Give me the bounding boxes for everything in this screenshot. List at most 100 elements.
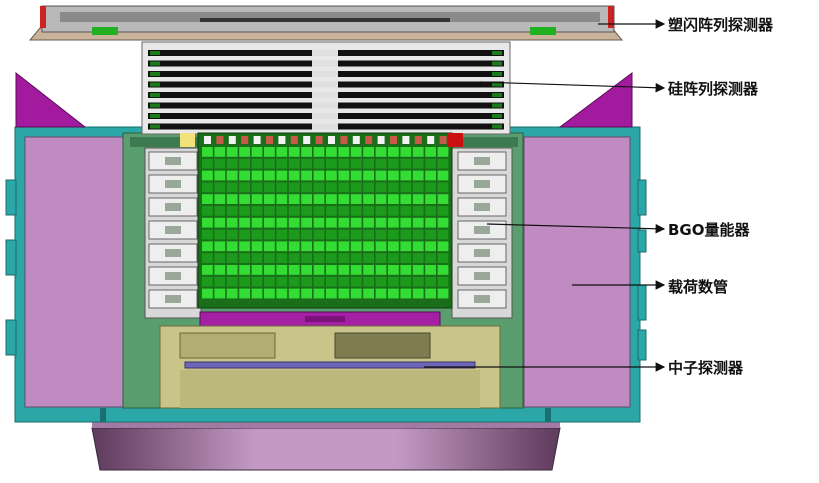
- bgo-crystal: [350, 288, 362, 299]
- bgo-crystal: [239, 170, 250, 181]
- bgo-crystal: [288, 170, 300, 181]
- bgo-crystal: [239, 276, 250, 287]
- bgo-crystal: [301, 217, 312, 228]
- silicon-tab: [492, 93, 502, 97]
- bgo-crystal: [412, 241, 424, 252]
- bgo-crystal: [214, 147, 226, 157]
- bgo-crystal: [264, 288, 275, 299]
- bgo-crystal: [425, 241, 436, 252]
- bgo-crystal: [338, 253, 350, 263]
- bgo-crystal: [226, 217, 238, 228]
- bgo-crystal: [400, 229, 412, 240]
- bgo-cap: [253, 136, 261, 144]
- bgo-cap: [352, 136, 360, 144]
- bgo-crystal: [412, 276, 424, 287]
- bgo-crystal: [214, 170, 226, 181]
- silicon-tab: [150, 72, 160, 76]
- silicon-tab: [150, 124, 160, 129]
- silicon-tab: [150, 61, 160, 66]
- bgo-crystal: [301, 170, 312, 181]
- bgo-crystal: [388, 288, 399, 299]
- bgo-crystal: [350, 253, 362, 263]
- bgo-left-electronics: [144, 147, 202, 319]
- electronics-chip: [165, 203, 181, 211]
- bgo-crystal: [326, 182, 337, 193]
- bgo-crystal: [437, 276, 449, 287]
- bgo-crystal: [388, 229, 399, 240]
- bgo-crystal: [251, 206, 263, 216]
- bgo-crystal: [326, 194, 337, 204]
- bgo-crystal: [251, 265, 263, 275]
- bgo-crystal: [239, 288, 250, 299]
- bgo-crystal: [301, 276, 312, 287]
- bgo-crystal: [350, 229, 362, 240]
- bgo-crystal: [301, 253, 312, 263]
- bgo-crystal: [239, 265, 250, 275]
- bgo-cap: [315, 136, 323, 144]
- bgo-crystal: [264, 276, 275, 287]
- bgo-crystal: [350, 158, 362, 169]
- bgo-crystal: [214, 265, 226, 275]
- bgo-crystal: [412, 206, 424, 216]
- electronics-chip: [474, 226, 490, 234]
- bgo-crystal: [276, 229, 288, 240]
- bgo-crystal: [412, 288, 424, 299]
- bgo-crystal: [202, 206, 213, 216]
- bgo-crystal: [388, 253, 399, 263]
- bgo-crystal: [412, 194, 424, 204]
- bgo-cap: [340, 136, 348, 144]
- bgo-crystal: [326, 217, 337, 228]
- bgo-crystal: [326, 253, 337, 263]
- bgo-crystal: [400, 158, 412, 169]
- bgo-crystal: [264, 253, 275, 263]
- bgo-crystal: [400, 206, 412, 216]
- electronics-chip: [474, 180, 490, 188]
- bgo-crystal: [214, 241, 226, 252]
- electronics-chip: [165, 157, 181, 165]
- bgo-crystal: [338, 229, 350, 240]
- bgo-crystal: [313, 265, 325, 275]
- bgo-crystal: [363, 217, 374, 228]
- bgo-crystal: [326, 206, 337, 216]
- bgo-crystal: [350, 241, 362, 252]
- bgo-crystal: [388, 241, 399, 252]
- bgo-crystal: [226, 241, 238, 252]
- silicon-gap: [312, 113, 338, 119]
- bgo-crystal: [400, 182, 412, 193]
- bgo-crystal: [400, 241, 412, 252]
- bgo-crystal: [214, 288, 226, 299]
- bgo-crystal: [425, 158, 436, 169]
- bgo-crystal: [338, 288, 350, 299]
- bgo-crystal: [425, 276, 436, 287]
- bgo-crystal: [276, 241, 288, 252]
- bgo-crystal: [326, 276, 337, 287]
- bgo-crystal: [239, 194, 250, 204]
- bgo-crystal: [226, 276, 238, 287]
- right-wedge: [558, 72, 633, 128]
- leader-lines: [424, 19, 666, 372]
- bgo-crystal: [239, 158, 250, 169]
- bgo-crystal: [425, 217, 436, 228]
- bgo-crystal: [276, 265, 288, 275]
- bgo-crystal: [326, 147, 337, 157]
- bgo-crystal: [251, 217, 263, 228]
- bgo-crystal: [288, 288, 300, 299]
- bgo-crystal: [288, 241, 300, 252]
- bgo-crystal: [338, 217, 350, 228]
- bgo-crystal: [313, 253, 325, 263]
- silicon-tab: [492, 72, 502, 76]
- silicon-tab: [150, 93, 160, 97]
- bgo-crystal: [350, 276, 362, 287]
- bgo-crystal: [412, 229, 424, 240]
- bgo-crystal: [338, 265, 350, 275]
- bgo-crystal: [363, 276, 374, 287]
- silicon-tab: [492, 61, 502, 66]
- bgo-crystal: [239, 206, 250, 216]
- bgo-crystal: [313, 229, 325, 240]
- bgo-crystal: [338, 194, 350, 204]
- bgo-crystal: [276, 253, 288, 263]
- bgo-crystal: [251, 194, 263, 204]
- bgo-crystal: [288, 229, 300, 240]
